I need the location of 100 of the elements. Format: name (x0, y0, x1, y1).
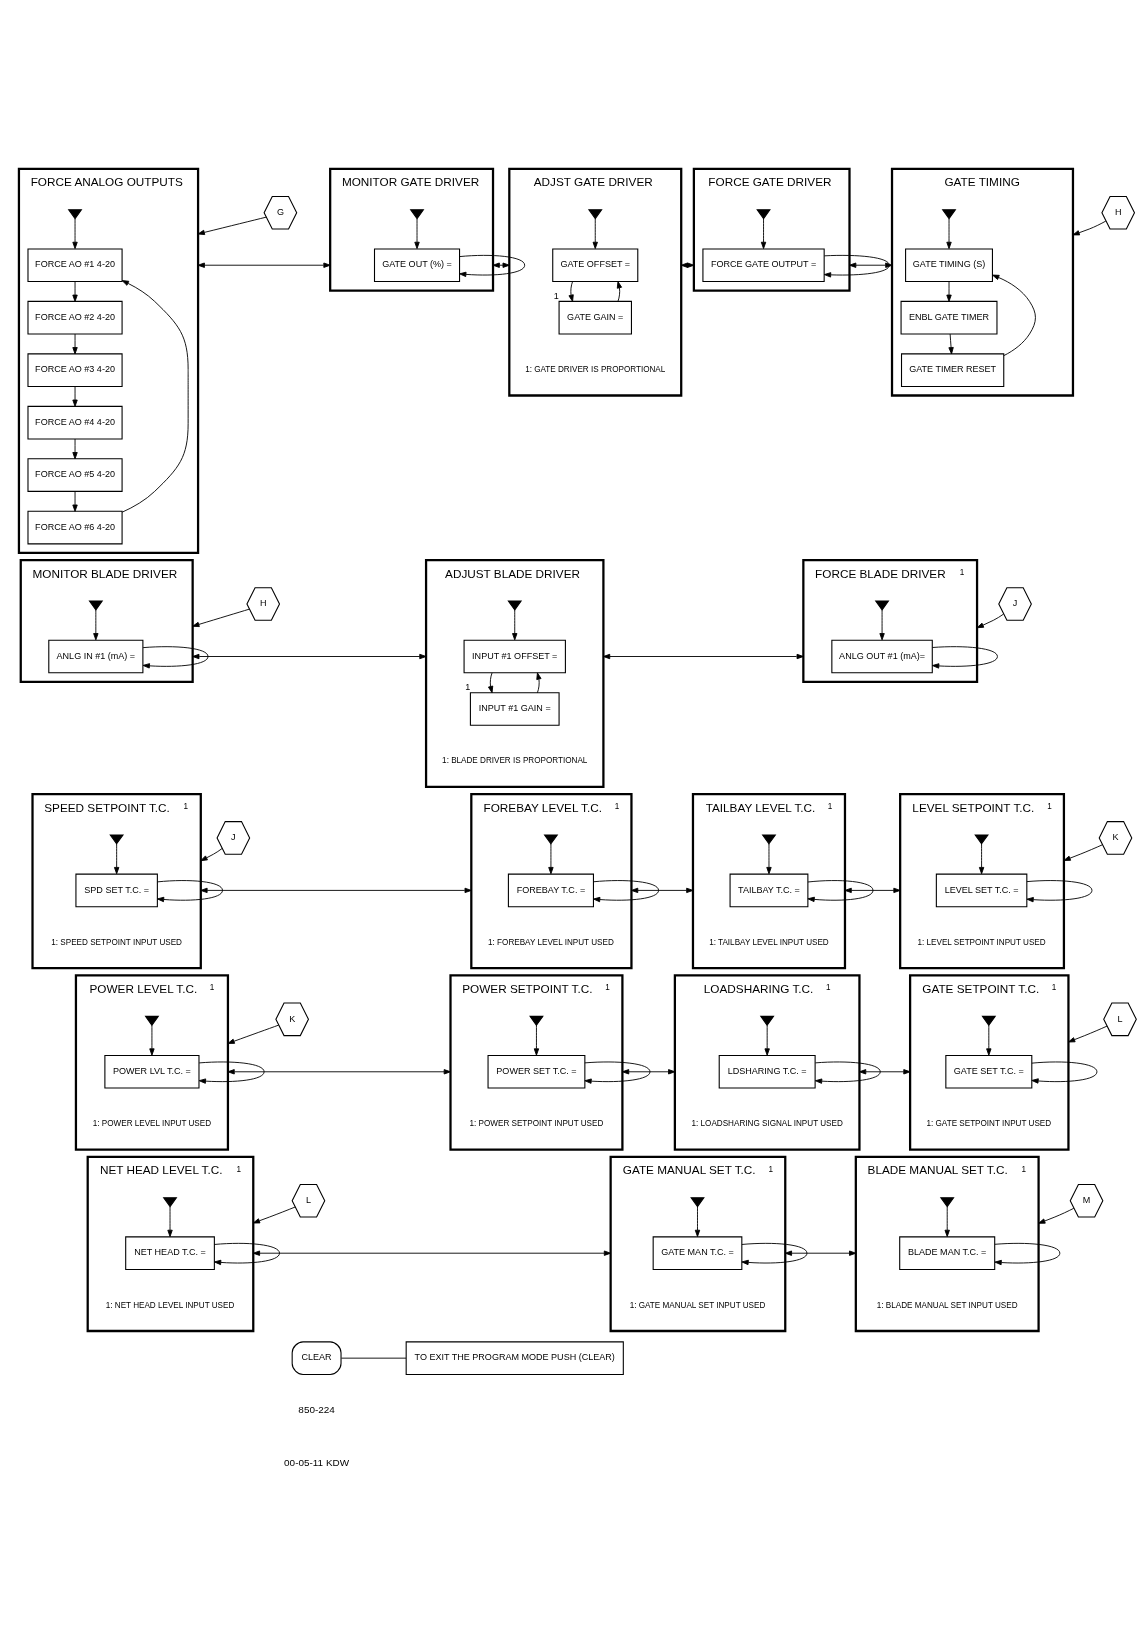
arrow (784, 1250, 857, 1256)
arrow (981, 1015, 997, 1056)
node-box: CLEAR (291, 1340, 342, 1375)
arrow (72, 438, 78, 459)
arrow (1038, 1207, 1075, 1224)
arrow (587, 208, 603, 249)
arrow (507, 600, 523, 640)
arrow (121, 279, 189, 513)
node-label: 1: LOADSHARING SIGNAL INPUT USED (691, 1118, 843, 1128)
connector (340, 1357, 407, 1359)
node-label: 1: BLADE MANUAL SET INPUT USED (876, 1300, 1018, 1310)
arrow (198, 1061, 265, 1084)
arrow (568, 280, 574, 302)
arrow (144, 1015, 160, 1056)
node-box: GATE MAN T.C. = (652, 1235, 743, 1270)
arrow (200, 847, 223, 861)
arrow (72, 385, 78, 407)
node-box: BLADE MAN T.C. = (899, 1235, 996, 1270)
node-box: LEVEL SET T.C. = (935, 873, 1028, 907)
arrow (1026, 879, 1093, 902)
node-box: LDSHARING T.C. = (718, 1054, 816, 1089)
node-box: FORCE AO #2 4-20 (27, 300, 123, 334)
arrow (939, 1196, 955, 1237)
arrow (1063, 843, 1103, 861)
arrow (252, 1250, 612, 1256)
arrow (88, 600, 104, 640)
node-box: GATE OUT (%) = (373, 247, 461, 282)
arrow (227, 1024, 280, 1044)
node-box: FORCE GATE OUTPUT = (702, 247, 825, 282)
node-label: 1 (553, 290, 559, 301)
node-box: GATE GAIN = (558, 300, 632, 334)
node-box: SPD SET T.C. = (75, 873, 158, 907)
node-label: 1: NET HEAD LEVEL INPUT USED (105, 1300, 235, 1310)
node-box: INPUT #1 GAIN = (469, 691, 560, 726)
arrow (459, 254, 526, 277)
node-box: FORCE AO #1 4-20 (27, 247, 123, 282)
arrow (162, 1196, 178, 1237)
node-box: FOREBAY T.C. = (507, 873, 594, 907)
arrow (859, 1068, 911, 1074)
node-box: ANLG IN #1 (mA) = (48, 639, 144, 673)
arrow (72, 490, 78, 512)
arrow (1068, 1025, 1108, 1042)
node-label: 1: LEVEL SETPOINT INPUT USED (917, 937, 1046, 947)
node-box: GATE TIMING (S) (905, 247, 993, 282)
node-box: GATE TIMER RESET (900, 352, 1005, 387)
node-label: 1: GATE MANUAL SET INPUT USED (629, 1300, 766, 1310)
arrow (621, 1068, 676, 1074)
label: 850-224 (298, 1403, 335, 1415)
arrow (67, 208, 83, 249)
arrow (197, 216, 267, 235)
arrow (197, 262, 331, 268)
node-box: FORCE AO #5 4-20 (27, 457, 123, 492)
arrow (72, 333, 78, 354)
node-box: POWER SET T.C. = (487, 1054, 586, 1089)
arrow (814, 1061, 881, 1084)
arrow (1072, 220, 1107, 235)
node-label: 1: SPEED SETPOINT INPUT USED (51, 937, 182, 947)
node-box: INPUT #1 OFFSET = (463, 639, 566, 673)
arrow (529, 1015, 544, 1056)
node-label: 1: GATE DRIVER IS PROPORTIONAL (525, 364, 666, 374)
arrow (593, 879, 660, 902)
arrow (488, 671, 494, 693)
node-box: TO EXIT THE PROGRAM MODE PUSH (CLEAR) (405, 1340, 624, 1375)
arrow (946, 280, 952, 302)
arrow (807, 879, 874, 902)
arrow (156, 879, 223, 902)
arrow (948, 333, 954, 354)
arrow (941, 208, 957, 249)
node-label: 1: TAILBAY LEVEL INPUT USED (709, 937, 829, 947)
arrow (192, 653, 427, 659)
arrow (976, 613, 1004, 628)
arrow (992, 274, 1036, 356)
arrow (761, 833, 777, 874)
arrow (200, 887, 472, 893)
node-label: 1: GATE SETPOINT INPUT USED (926, 1118, 1052, 1128)
arrow (409, 208, 425, 249)
arrow (844, 887, 901, 893)
arrow (72, 280, 78, 302)
arrow (994, 1242, 1061, 1265)
node-box: TAILBAY T.C. = (729, 873, 809, 907)
node-label: 1 (465, 681, 471, 692)
node-box: FORCE AO #4 4-20 (27, 405, 123, 439)
arrow (109, 833, 125, 874)
arrow (932, 645, 998, 669)
arrow (602, 653, 804, 659)
arrow (741, 1242, 808, 1265)
arrow (974, 833, 989, 874)
label: 00-05-11 KDW (284, 1456, 350, 1468)
node-box: POWER LVL T.C. = (104, 1054, 200, 1089)
arrow (543, 833, 559, 874)
arrow (227, 1068, 451, 1074)
arrow (584, 1061, 651, 1084)
arrow (631, 887, 694, 893)
node-label: 1: BLADE DRIVER IS PROPORTIONAL (442, 755, 588, 765)
node-box: GATE SET T.C. = (945, 1054, 1033, 1089)
arrow (192, 608, 250, 627)
arrow (759, 1015, 775, 1056)
node-box: FORCE AO #6 4-20 (27, 510, 123, 544)
arrow (616, 280, 623, 302)
node-label: 1: POWER SETPOINT INPUT USED (469, 1118, 604, 1128)
